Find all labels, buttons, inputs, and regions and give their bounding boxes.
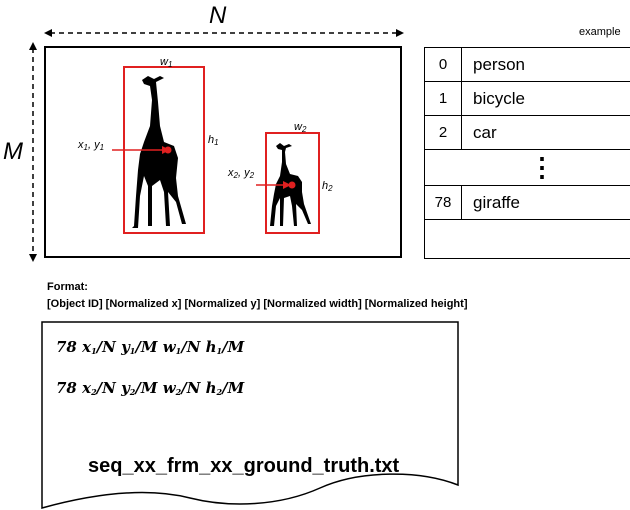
w1-label: w1	[160, 56, 173, 69]
class-name: person	[473, 54, 525, 74]
width-label-n: N	[209, 2, 227, 29]
class-table: 0 person 1 bicycle 2 car ⋮ 78 giraffe	[424, 47, 630, 259]
class-name: giraffe	[473, 192, 520, 212]
gt-line-2: 78 x2/N y2/M w2/N h2/M	[56, 379, 245, 397]
xy1-label: x1, y1	[78, 139, 105, 152]
class-name: bicycle	[473, 88, 525, 108]
class-id: 2	[425, 116, 462, 149]
class-table-header: example	[579, 26, 621, 38]
w2-label: w2	[294, 121, 307, 134]
width-arrow	[44, 29, 404, 37]
gt-line-1: 78 x1/N y1/M w1/N h1/M	[56, 338, 245, 356]
bbox-2	[265, 132, 320, 234]
image-frame	[44, 46, 402, 258]
h1-label: h1	[208, 134, 219, 147]
class-name: car	[473, 122, 497, 142]
giraffe-1-silhouette	[132, 76, 186, 228]
height-arrow	[29, 42, 37, 262]
ground-truth-document	[41, 321, 459, 509]
ground-truth-filename: seq_xx_frm_xx_ground_truth.txt	[88, 455, 400, 477]
class-id: 1	[425, 82, 462, 115]
image-content	[112, 66, 320, 234]
class-row: 78 giraffe	[425, 186, 630, 220]
class-id: 78	[425, 186, 462, 219]
class-id: 0	[425, 48, 462, 81]
class-ellipsis-row: ⋮	[425, 150, 630, 186]
xy2-label: x2, y2	[228, 167, 255, 180]
format-title: Format:	[47, 281, 88, 293]
class-row: 1 bicycle	[425, 82, 630, 116]
height-label-m: M	[3, 138, 23, 165]
class-row: 2 car	[425, 116, 630, 150]
h2-label: h2	[322, 180, 333, 193]
class-row: 0 person	[425, 48, 630, 82]
vertical-ellipsis: ⋮	[529, 152, 555, 182]
format-spec: [Object ID] [Normalized x] [Normalized y…	[47, 298, 468, 310]
